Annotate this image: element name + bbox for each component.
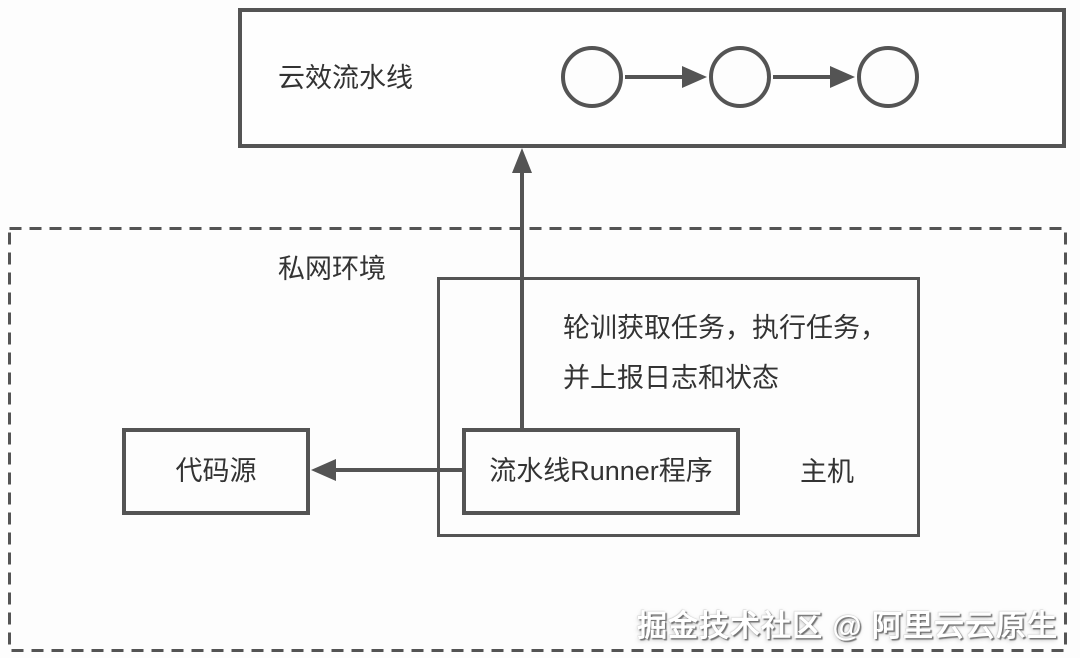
pipeline-stage-circle-1	[561, 46, 623, 108]
host-label: 主机	[800, 457, 854, 487]
host-description-line-1: 轮训获取任务，执行任务，	[563, 313, 887, 343]
runner-box-label: 流水线Runner程序	[489, 456, 713, 487]
pipeline-stage-circle-2	[709, 46, 771, 108]
runner-box: 流水线Runner程序	[462, 428, 740, 515]
pipeline-stage-circle-3	[857, 46, 919, 108]
code-source-box: 代码源	[122, 428, 310, 515]
host-description-line-2: 并上报日志和状态	[563, 363, 779, 393]
host-description: 轮训获取任务，执行任务， 并上报日志和状态	[563, 303, 887, 403]
pipeline-box-label: 云效流水线	[278, 63, 413, 93]
code-source-box-label: 代码源	[175, 456, 257, 487]
private-network-label: 私网环境	[278, 254, 386, 284]
watermark: 掘金技术社区 @ 阿里云云原生	[637, 610, 1058, 643]
